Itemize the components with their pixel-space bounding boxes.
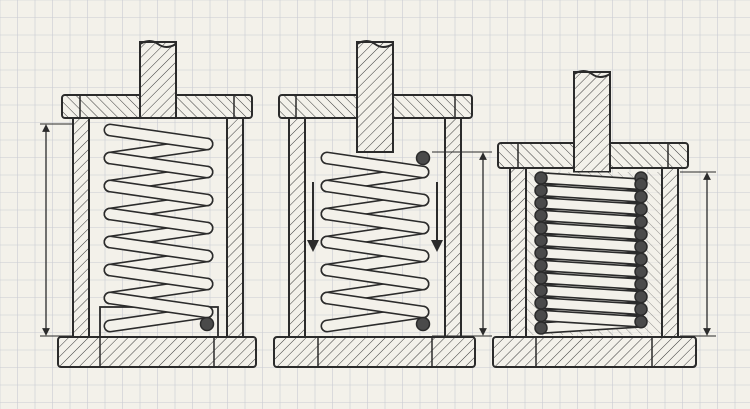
coil-section-right-11 <box>634 302 648 316</box>
coil-front-5-fill <box>105 265 212 289</box>
figure-free-spring <box>40 40 257 368</box>
coil-section-right-5 <box>634 227 648 241</box>
housing-wall-right <box>444 117 462 338</box>
coil-front-11-fill <box>536 311 646 327</box>
coil-section-end <box>199 316 215 332</box>
coil-section-left-2 <box>534 196 548 210</box>
coil-section-right-4 <box>634 215 648 229</box>
coil-section-left-8 <box>534 271 548 285</box>
housing-wall-left <box>509 167 527 338</box>
coil-front-1-fill <box>536 186 646 202</box>
coil-section-right-7 <box>634 252 648 266</box>
coil-section-left-6 <box>534 246 548 260</box>
housing-wall-left <box>288 117 306 338</box>
coil-front-4-fill <box>105 237 212 261</box>
housing-wall-right <box>226 117 244 338</box>
coil-front-8-fill <box>536 273 646 289</box>
coil-front-5-fill <box>322 293 428 317</box>
coil-section-right-3 <box>634 202 648 216</box>
housing-wall-left <box>72 117 90 338</box>
coil-section-right-6 <box>634 240 648 254</box>
figure-solid-spring <box>492 70 716 368</box>
coil-front-0-fill <box>105 125 212 149</box>
coil-section-left-7 <box>534 258 548 273</box>
coil-front-3-fill <box>536 211 646 227</box>
coil-front-6-fill <box>105 293 212 317</box>
coil-front-0-fill <box>322 153 428 177</box>
housing-wall-right <box>661 167 679 338</box>
piston-rod <box>139 41 177 119</box>
base-plate <box>492 336 697 368</box>
coil-section-right-8 <box>634 265 648 279</box>
coil-front-7-fill <box>536 261 646 277</box>
coil-front-6-fill <box>536 248 646 264</box>
coil-section-left-0 <box>534 171 548 185</box>
coil-section-left-11 <box>534 308 548 323</box>
coil-section-right-2 <box>634 190 648 204</box>
coil-front-2-fill <box>536 198 646 214</box>
piston-rod <box>573 71 611 173</box>
coil-section-right-12 <box>634 315 648 329</box>
coil-section-right-1 <box>634 177 648 191</box>
coil-front-3-fill <box>105 209 212 233</box>
coil-front-9-fill <box>536 286 646 302</box>
coil-section-left-3 <box>534 208 548 223</box>
coil-section-right-10 <box>634 290 648 304</box>
spring-compressing <box>320 150 431 333</box>
coil-section-end <box>415 316 431 332</box>
coil-section-top <box>415 150 431 166</box>
coil-front-3-fill <box>322 237 428 261</box>
coil-front-2-fill <box>105 181 212 205</box>
coil-section-right-9 <box>634 277 648 291</box>
coil-section-left-12 <box>534 321 548 335</box>
coil-front-5-fill <box>536 236 646 252</box>
coil-section-left-5 <box>534 233 548 248</box>
base-plate <box>273 336 476 368</box>
coil-front-10-fill <box>536 298 646 314</box>
coil-section-left-10 <box>534 296 548 310</box>
spring-fully-compressed <box>534 171 648 335</box>
coil-section-left-9 <box>534 283 548 298</box>
figure-compressing-spring <box>273 40 492 368</box>
coil-front-0-fill <box>536 173 646 189</box>
base-plate <box>57 336 257 368</box>
spring-free <box>103 123 215 333</box>
coil-section-left-4 <box>534 221 548 235</box>
coil-front-4-fill <box>536 223 646 239</box>
coil-front-2-fill <box>322 209 428 233</box>
coil-section-left-1 <box>534 183 548 198</box>
piston-rod <box>356 41 394 153</box>
coil-front-1-fill <box>105 153 212 177</box>
coil-front-4-fill <box>322 265 428 289</box>
coil-front-1-fill <box>322 181 428 205</box>
